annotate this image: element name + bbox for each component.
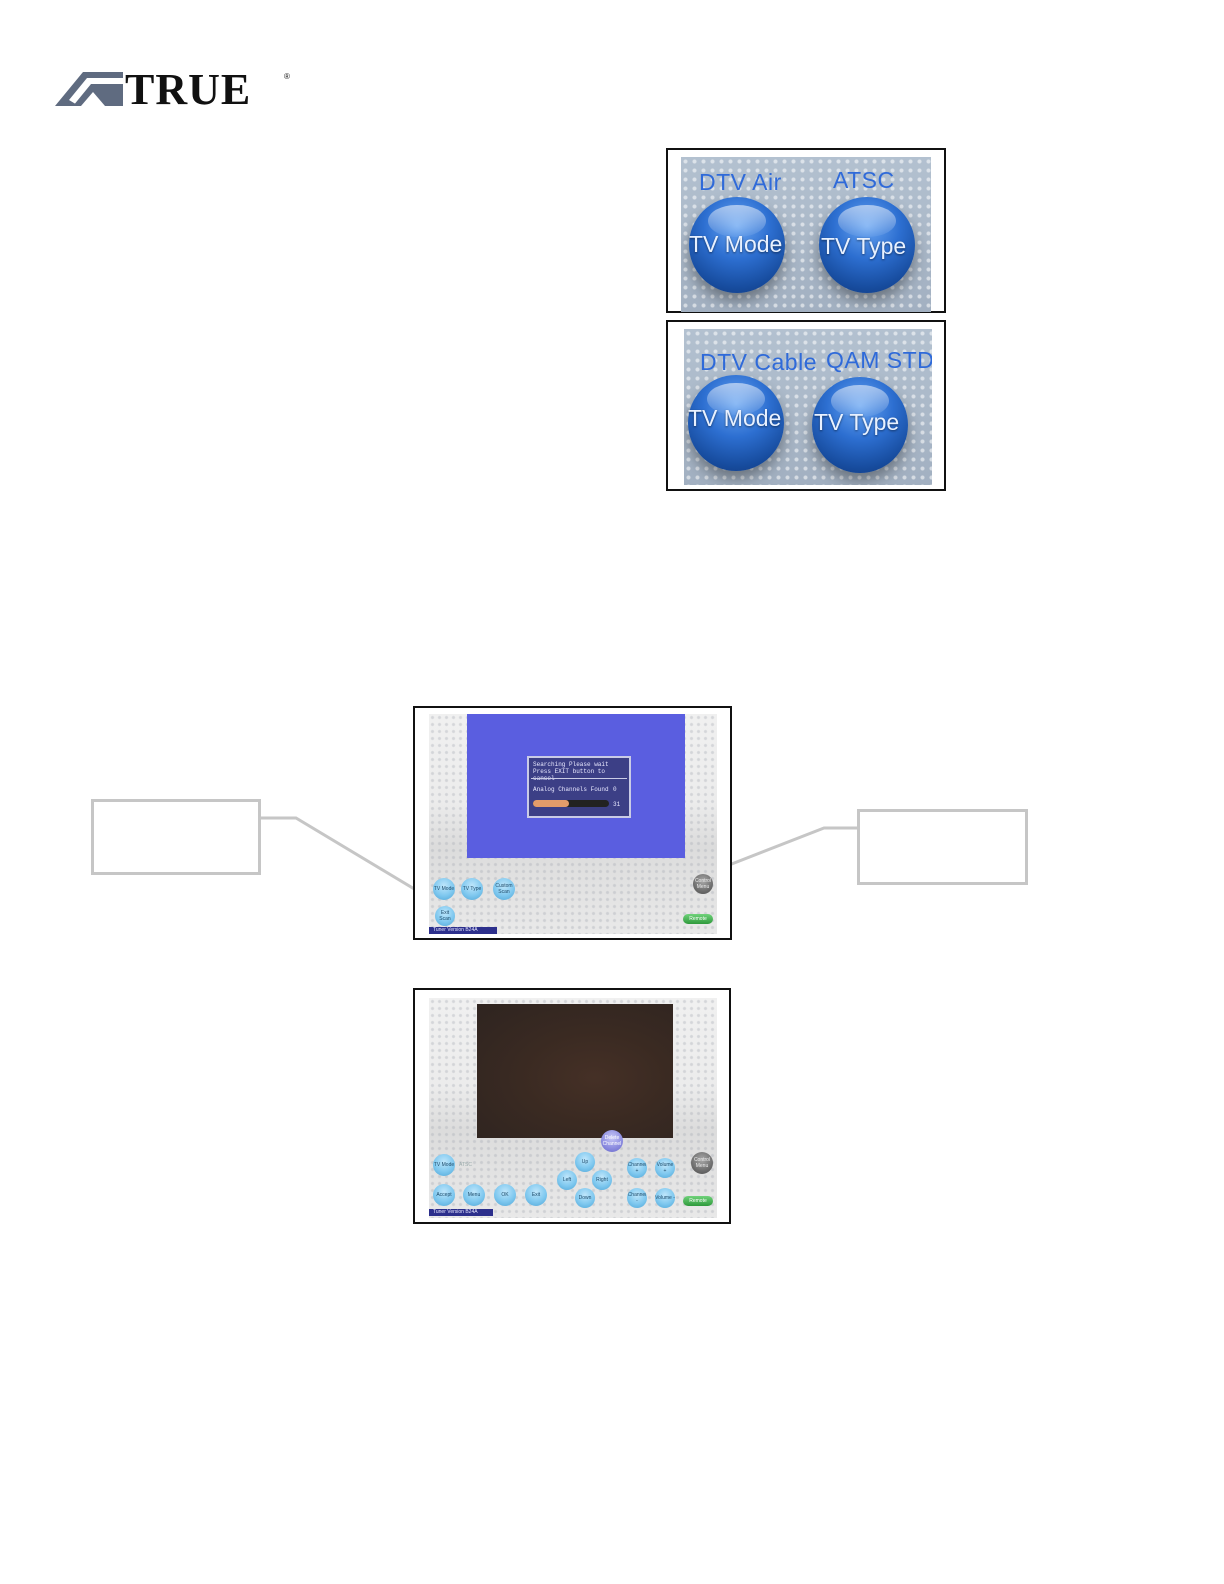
delete-channel-button[interactable]: Delete Channel bbox=[601, 1130, 623, 1152]
volume-down-button[interactable]: Volume - bbox=[655, 1188, 675, 1208]
volume-up-button[interactable]: Volume + bbox=[655, 1158, 675, 1178]
registered-mark: ® bbox=[284, 72, 290, 81]
down-button[interactable]: Down bbox=[575, 1188, 595, 1208]
exit-scan-button[interactable]: Exit Scan bbox=[435, 906, 455, 926]
control-menu-button[interactable]: Control Menu bbox=[693, 874, 713, 894]
tv-video-area bbox=[477, 1004, 673, 1138]
left-button[interactable]: Left bbox=[557, 1170, 577, 1190]
ok-button[interactable]: OK bbox=[494, 1184, 516, 1206]
tv-mode-value: DTV Air bbox=[699, 169, 782, 195]
dialog-divider bbox=[531, 778, 627, 779]
tv-type-button[interactable] bbox=[812, 377, 908, 473]
tuner-screen: TV Mode ATSC Delete Channel Up Left Righ… bbox=[429, 998, 717, 1218]
tv-type-value: QAM STD bbox=[826, 347, 932, 373]
tv-mode-button[interactable]: TV Mode bbox=[433, 1154, 455, 1176]
mode-hint: ATSC bbox=[459, 1162, 472, 1168]
control-menu-button[interactable]: Control Menu bbox=[691, 1152, 713, 1174]
true-logo: TRUE ® bbox=[55, 65, 295, 114]
found-count: 0 bbox=[613, 786, 617, 793]
progress-end-label: 31 bbox=[613, 801, 621, 808]
tuner-version: Tuner Version B24A bbox=[429, 927, 497, 934]
channel-up-button[interactable]: Channel + bbox=[627, 1158, 647, 1178]
tv-mode-button[interactable] bbox=[688, 375, 784, 471]
custom-scan-button[interactable]: Custom Scan bbox=[493, 878, 515, 900]
callout-box-right bbox=[857, 809, 1028, 885]
tv-mode-photo-air: DTV Air ATSC TV Mode TV Type bbox=[666, 148, 946, 313]
menu-button[interactable]: Menu bbox=[463, 1184, 485, 1206]
accept-button[interactable]: Accept bbox=[433, 1184, 455, 1206]
channel-scan-screen: Searching Please wait Press EXIT button … bbox=[429, 714, 717, 934]
tv-type-button[interactable]: TV Type bbox=[461, 878, 483, 900]
callout-box-left bbox=[91, 799, 261, 875]
tv-mode-button[interactable]: TV Mode bbox=[433, 878, 455, 900]
scan-cancel-hint: Press EXIT button to cancel bbox=[533, 768, 606, 782]
true-logo-mark-icon bbox=[55, 72, 123, 106]
tv-mode-button[interactable] bbox=[689, 197, 785, 293]
scan-progress-bar bbox=[533, 800, 609, 807]
tv-type-button[interactable] bbox=[819, 197, 915, 293]
channel-scan-photo: Searching Please wait Press EXIT button … bbox=[413, 706, 732, 940]
scan-status-text: Searching Please wait bbox=[533, 761, 609, 768]
tv-mode-button-label: TV Mode bbox=[689, 231, 783, 257]
remote-button[interactable]: Remote bbox=[683, 1196, 713, 1206]
tv-type-button-label: TV Type bbox=[814, 409, 900, 435]
tv-mode-button-label: TV Mode bbox=[688, 405, 782, 431]
tv-type-button-label: TV Type bbox=[821, 233, 907, 259]
right-button[interactable]: Right bbox=[592, 1170, 612, 1190]
exit-button[interactable]: Exit bbox=[525, 1184, 547, 1206]
up-button[interactable]: Up bbox=[575, 1152, 595, 1172]
tv-type-value: ATSC bbox=[833, 167, 895, 193]
tuner-screen-photo: TV Mode ATSC Delete Channel Up Left Righ… bbox=[413, 988, 731, 1224]
remote-button[interactable]: Remote bbox=[683, 914, 713, 924]
tuner-version: Tuner Version B24A bbox=[429, 1209, 493, 1216]
tv-mode-screen-cable: DTV Cable QAM STD TV Mode TV Type bbox=[684, 329, 932, 485]
tv-mode-photo-cable: DTV Cable QAM STD TV Mode TV Type bbox=[666, 320, 946, 491]
tv-mode-value: DTV Cable bbox=[700, 349, 817, 375]
found-label: Analog Channels Found bbox=[533, 786, 609, 793]
true-wordmark: TRUE bbox=[125, 65, 252, 114]
tv-mode-screen-air: DTV Air ATSC TV Mode TV Type bbox=[681, 157, 931, 312]
scan-progress-dialog: Searching Please wait Press EXIT button … bbox=[527, 756, 631, 818]
scan-progress-fill bbox=[533, 800, 570, 807]
channel-down-button[interactable]: Channel - bbox=[627, 1188, 647, 1208]
